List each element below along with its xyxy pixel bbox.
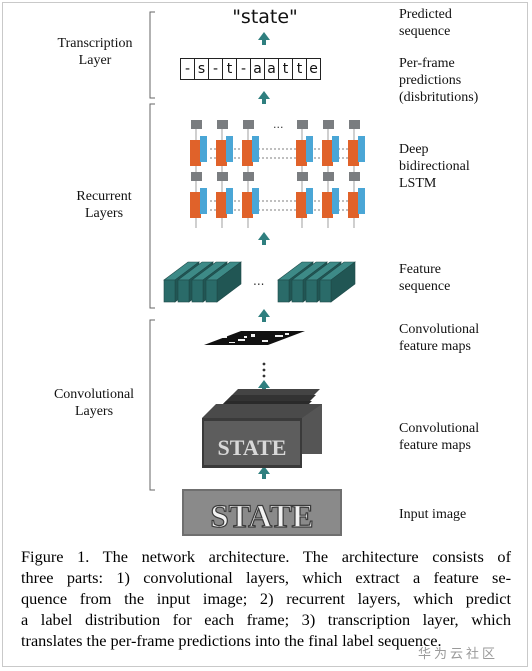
lstm-output-node bbox=[297, 120, 308, 129]
conv-vertical-ellipsis bbox=[262, 362, 266, 378]
up-arrow-shaft bbox=[262, 240, 266, 245]
predicted-output-text: "state" bbox=[232, 6, 298, 28]
figure-caption: Figure 1. The network architecture. The … bbox=[21, 546, 511, 651]
transcription-bracket bbox=[149, 11, 155, 99]
up-arrow-shaft bbox=[262, 317, 266, 322]
backward-lstm-cell bbox=[200, 188, 207, 214]
backward-lstm-cell bbox=[226, 188, 233, 214]
forward-lstm-cell bbox=[216, 140, 227, 166]
forward-lstm-cell bbox=[216, 192, 227, 218]
forward-lstm-cell bbox=[348, 140, 359, 166]
up-arrow bbox=[258, 91, 270, 99]
lstm-output-node bbox=[217, 120, 228, 129]
forward-lstm-cell bbox=[242, 192, 253, 218]
backward-lstm-cell bbox=[332, 188, 339, 214]
forward-lstm-cell bbox=[322, 140, 333, 166]
backward-lstm-cell bbox=[358, 188, 365, 214]
feature-slab-front bbox=[177, 279, 190, 303]
backward-lstm-cell bbox=[332, 136, 339, 162]
caption-line: translates the per-frame predictions int… bbox=[21, 631, 442, 650]
input-image-label: Input image bbox=[399, 507, 467, 522]
input-image-text: STATE bbox=[210, 499, 313, 535]
forward-lstm-cell bbox=[348, 192, 359, 218]
recurrent-bracket bbox=[149, 103, 155, 309]
input-image: STATE bbox=[182, 489, 342, 536]
bidirectional-lstm-grid bbox=[190, 120, 365, 228]
caption-line: three parts: 1) convolutional layers, wh… bbox=[21, 568, 511, 587]
backward-lstm-cell bbox=[306, 136, 313, 162]
up-arrow-shaft bbox=[262, 474, 266, 479]
up-arrow bbox=[258, 380, 270, 388]
feature-slab-front bbox=[277, 279, 290, 303]
backward-lstm-cell bbox=[200, 136, 207, 162]
conv-map-image-text: STATE bbox=[218, 435, 287, 460]
up-arrow-shaft bbox=[262, 99, 266, 104]
forward-lstm-cell bbox=[242, 140, 253, 166]
lstm-output-node bbox=[191, 120, 202, 129]
caption-line: quence from the input image; 2) recurren… bbox=[21, 589, 511, 608]
lstm-output-node bbox=[323, 172, 334, 181]
backward-lstm-cell bbox=[358, 136, 365, 162]
forward-lstm-cell bbox=[322, 192, 333, 218]
lstm-ellipsis-top: ... bbox=[273, 118, 284, 131]
lstm-output-node bbox=[243, 172, 254, 181]
backward-lstm-cell bbox=[226, 136, 233, 162]
up-arrow bbox=[258, 466, 270, 474]
architecture-diagram: ... ... STATE STATE bbox=[149, 11, 365, 536]
up-arrow bbox=[258, 232, 270, 240]
backward-lstm-cell bbox=[252, 188, 259, 214]
conv-feature-maps-stack: STATE bbox=[202, 389, 322, 468]
forward-lstm-cell bbox=[190, 140, 201, 166]
backward-lstm-cell bbox=[306, 188, 313, 214]
lstm-output-node bbox=[349, 172, 360, 181]
lstm-output-node bbox=[297, 172, 308, 181]
up-arrow bbox=[258, 32, 270, 40]
up-arrow-shaft bbox=[262, 40, 266, 45]
forward-lstm-cell bbox=[296, 140, 307, 166]
feature-slab-front bbox=[319, 279, 332, 303]
forward-lstm-cell bbox=[296, 192, 307, 218]
forward-lstm-cell bbox=[190, 192, 201, 218]
feature-slab-front bbox=[291, 279, 304, 303]
caption-line: a label distribution for each frame; 3) … bbox=[21, 610, 511, 629]
feature-slab-front bbox=[205, 279, 218, 303]
up-arrow bbox=[258, 309, 270, 317]
lstm-output-node bbox=[191, 172, 202, 181]
feature-ellipsis: ... bbox=[253, 274, 264, 288]
caption-line: Figure 1. The network architecture. The … bbox=[21, 547, 511, 566]
watermark: 华为云社区 bbox=[418, 647, 499, 662]
lstm-output-node bbox=[217, 172, 228, 181]
feature-sequence-slabs bbox=[163, 261, 356, 303]
frame-prediction-cell: e bbox=[306, 58, 321, 80]
lstm-output-node bbox=[243, 120, 254, 129]
lstm-output-node bbox=[323, 120, 334, 129]
conv-feature-map-top bbox=[204, 331, 305, 345]
feature-slab-front bbox=[305, 279, 318, 303]
backward-lstm-cell bbox=[252, 136, 259, 162]
feature-slab-front bbox=[163, 279, 176, 303]
convolutional-bracket bbox=[149, 319, 155, 491]
feature-slab-front bbox=[191, 279, 204, 303]
lstm-output-node bbox=[349, 120, 360, 129]
